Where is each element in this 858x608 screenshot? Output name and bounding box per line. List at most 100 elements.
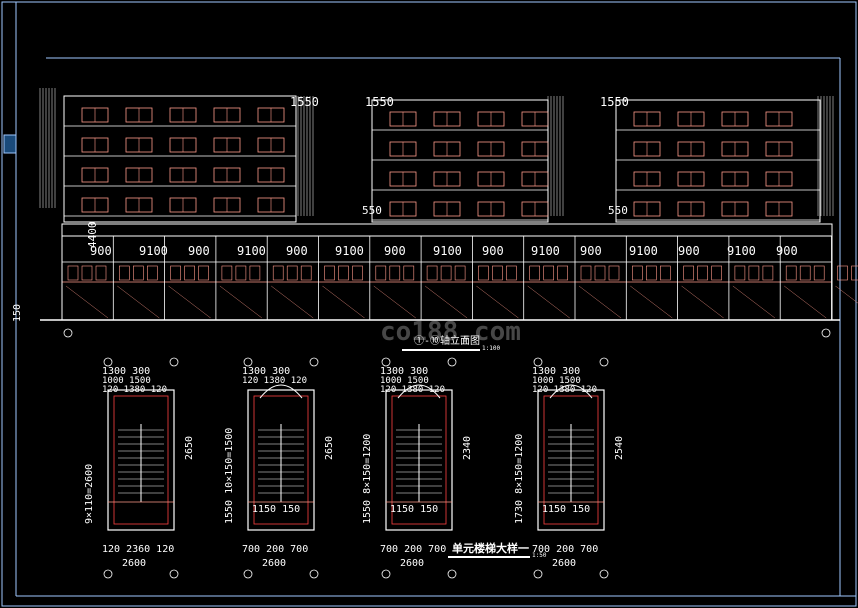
glass-hatch — [681, 285, 724, 319]
left-dim: 4400 — [86, 222, 99, 249]
top-dim: 1550 — [600, 95, 629, 109]
axis-bubble — [599, 569, 609, 579]
top-dim: 1550 — [365, 95, 394, 109]
stair-dim: 700 200 700 — [532, 544, 598, 555]
bay-dim: 9100 — [433, 244, 462, 258]
mid-dim: 550 — [362, 204, 382, 217]
bay-dim: 900 — [678, 244, 700, 258]
bay-dim: 900 — [482, 244, 504, 258]
shop-window — [249, 265, 261, 281]
bay-dim: 900 — [384, 244, 406, 258]
shop-window — [594, 265, 606, 281]
glass-hatch — [168, 285, 211, 319]
podium — [61, 223, 833, 321]
glass-hatch — [578, 285, 622, 319]
shop-window — [338, 265, 349, 281]
stair-inner — [391, 395, 447, 525]
axis-bubble — [309, 357, 319, 367]
stair-dim: 1150 150 — [252, 504, 300, 515]
stair-inner — [253, 395, 309, 525]
elevation-title-block: ①-⑩轴立面图 1:100 — [402, 334, 500, 352]
stair-dim: 9×110=2600 — [84, 464, 95, 524]
shop-window — [697, 265, 708, 281]
stair-dim: 1300 300 — [532, 366, 580, 377]
stair-dim: 1300 300 — [242, 366, 290, 377]
shop-window — [426, 265, 438, 281]
shop-window — [529, 265, 541, 281]
bay-dim: 9100 — [237, 244, 266, 258]
bay-dim: 900 — [90, 244, 112, 258]
shop-window — [748, 265, 760, 281]
stair-dim: 700 200 700 — [380, 544, 446, 555]
shop-window — [492, 265, 503, 281]
shop-window — [403, 265, 415, 281]
stair-dim: 1150 150 — [390, 504, 438, 515]
shop-window — [645, 265, 657, 281]
shop-window — [184, 265, 195, 281]
elevation-scale: 1:100 — [482, 345, 500, 352]
shop-window — [557, 265, 569, 281]
stair-dim: 120 1380 120 — [242, 376, 307, 386]
shop-window — [799, 265, 811, 281]
top-dim: 1550 — [290, 95, 319, 109]
shop-window — [133, 265, 144, 281]
axis-bubble — [309, 569, 319, 579]
glass-hatch — [322, 285, 365, 319]
watermark-text: co188.com — [380, 317, 521, 347]
shop-window — [631, 265, 643, 281]
axis-bubble — [103, 569, 113, 579]
axis-bubble — [599, 357, 609, 367]
shop-window — [711, 265, 722, 281]
glass-hatch — [784, 285, 827, 319]
shop-window — [506, 265, 517, 281]
shop-window — [837, 265, 848, 281]
stair-dim: 2540 — [614, 436, 625, 460]
stair-dim: 1550 10×150=1500 — [224, 428, 235, 524]
glass-hatch — [476, 285, 519, 319]
axis-bubble — [63, 328, 73, 338]
shop-window — [147, 265, 158, 281]
stair-dim: 1730 8×150=1200 — [514, 434, 525, 524]
glass-hatch — [65, 285, 109, 319]
shop-window — [543, 265, 555, 281]
mid-dim: 550 — [608, 204, 628, 217]
stair-title: 单元楼梯大样一 — [452, 541, 529, 555]
stair-dim: 2650 — [184, 436, 195, 460]
stair-walls — [107, 389, 175, 531]
shop-window — [440, 265, 452, 281]
elevation-title: ①-⑩轴立面图 — [414, 334, 480, 347]
bay-dim: 9100 — [531, 244, 560, 258]
glass-hatch — [527, 285, 570, 319]
stair-dim: 2600 — [552, 558, 576, 569]
bay-dim: 9100 — [629, 244, 658, 258]
shop-window — [119, 265, 130, 281]
axis-bubble — [447, 357, 457, 367]
stair-inner — [113, 395, 169, 525]
stair-dim: 1300 300 — [380, 366, 428, 377]
bay-dim: 900 — [776, 244, 798, 258]
stair-dim: 1000 1500 — [380, 376, 429, 386]
elevation-top-dims: 1550 1550 1550 — [290, 95, 629, 109]
bay-dim: 900 — [286, 244, 308, 258]
axis-bubble — [821, 328, 831, 338]
stair-walls — [537, 389, 605, 531]
axis-bubble — [103, 357, 113, 367]
shop-window — [785, 265, 797, 281]
glass-hatch — [219, 285, 263, 319]
glass-hatch — [835, 285, 858, 304]
glass-hatch — [630, 285, 673, 319]
axis-bubble — [243, 357, 253, 367]
axis-bubble — [533, 357, 543, 367]
shop-window — [67, 265, 79, 281]
stair-dim: 700 200 700 — [242, 544, 308, 555]
building-elevation — [39, 88, 858, 338]
stair-dim: 1150 150 — [542, 504, 590, 515]
glass-hatch — [271, 285, 314, 319]
axis-bubble — [381, 357, 391, 367]
